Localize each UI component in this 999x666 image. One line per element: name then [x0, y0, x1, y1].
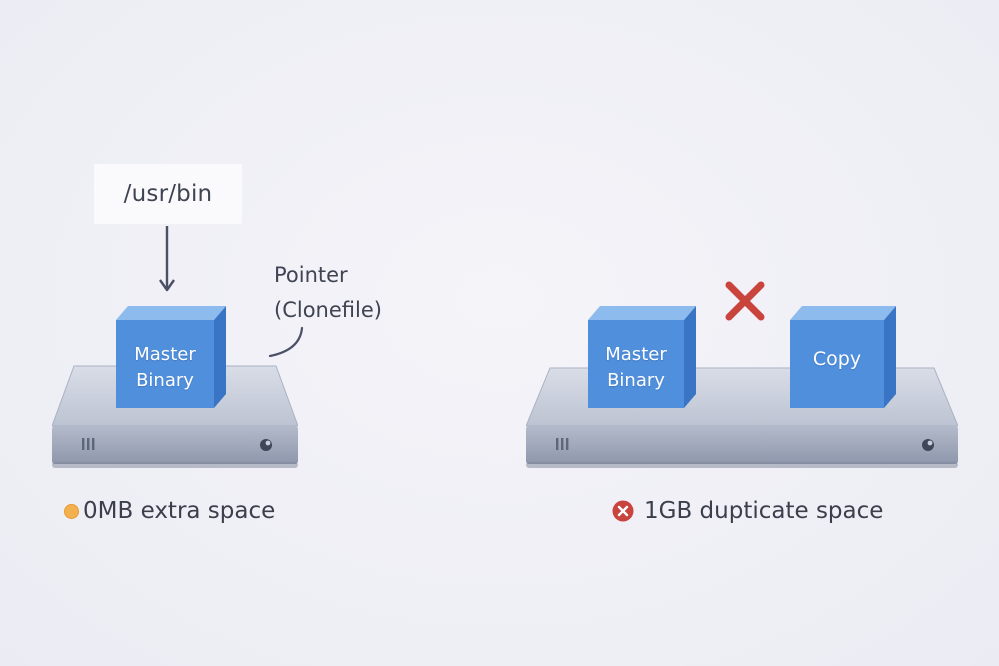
copy-cube: Copy	[790, 306, 896, 410]
cube-label: Master Binary	[588, 342, 684, 394]
arrow-down-icon	[159, 226, 175, 292]
cube-label-line1: Master	[134, 344, 196, 365]
orange-dot-icon	[64, 503, 79, 519]
pointer-annotation: Pointer (Clonefile)	[274, 258, 382, 328]
cube-label-line2: Binary	[607, 370, 665, 391]
caption-right-text: 1GB dupticate space	[644, 498, 884, 524]
cube-shape	[116, 306, 226, 408]
cube-label: Copy	[790, 346, 884, 372]
curve-connector-icon	[268, 326, 304, 358]
caption-right: 1GB dupticate space	[612, 498, 883, 524]
vent-icon	[556, 438, 569, 450]
cube-label: Master Binary	[116, 342, 214, 394]
error-circle-icon	[612, 500, 634, 522]
master-binary-cube-right: Master Binary	[588, 306, 696, 410]
cube-shape	[790, 306, 896, 408]
cube-label-line1: Master	[605, 344, 667, 365]
copy-label: Copy	[812, 348, 862, 370]
path-text: /usr/bin	[123, 181, 213, 207]
pointer-title: Pointer	[274, 263, 348, 287]
cube-label-line2: Binary	[136, 370, 194, 391]
power-icon	[260, 439, 272, 451]
master-binary-cube-left: Master Binary	[116, 306, 226, 410]
pointer-subtitle: (Clonefile)	[274, 298, 382, 322]
path-label: /usr/bin	[94, 164, 242, 224]
vent-icon	[82, 438, 95, 450]
power-icon	[922, 439, 934, 451]
cube-shape	[588, 306, 696, 408]
x-mark-icon	[725, 281, 765, 321]
caption-left: 0MB extra space	[64, 498, 275, 524]
caption-left-text: 0MB extra space	[83, 498, 276, 524]
